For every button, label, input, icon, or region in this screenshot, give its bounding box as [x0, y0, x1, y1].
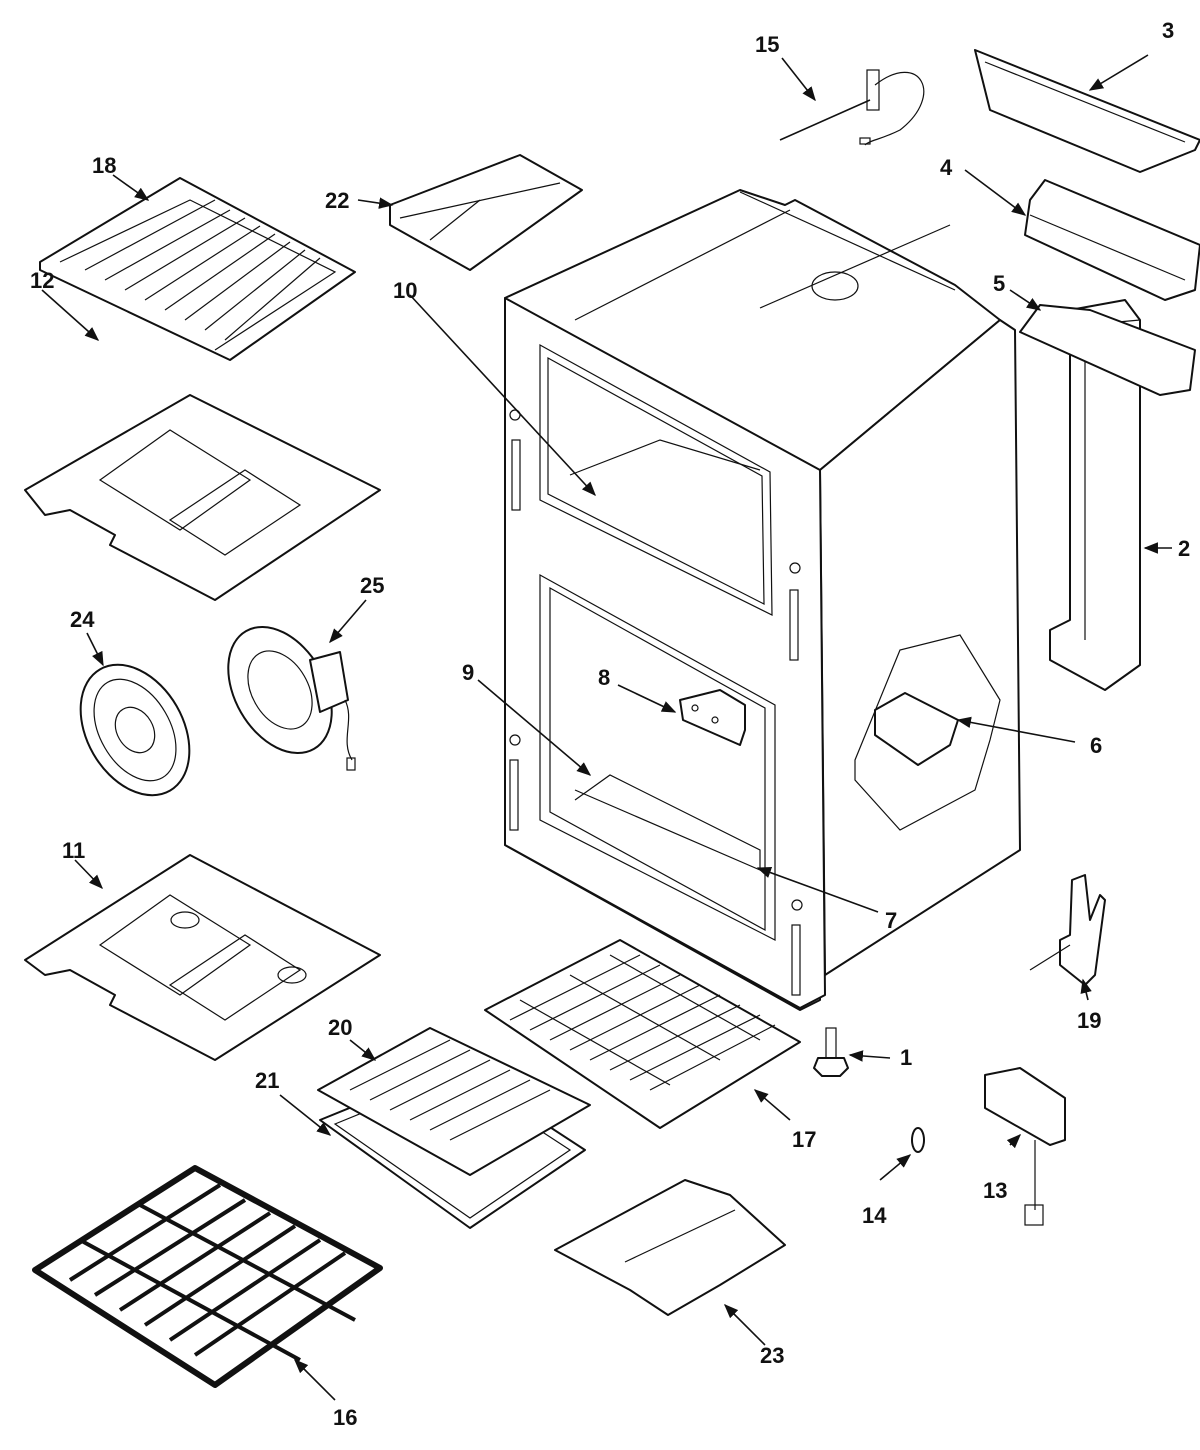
leader-lines: [41, 54, 1172, 1401]
part-15-sensor: [779, 69, 925, 146]
callout-label-14: 14: [862, 1203, 887, 1228]
part-18-rack: [39, 177, 356, 361]
callout-label-5: 5: [993, 271, 1005, 296]
callout-label-17: 17: [792, 1127, 816, 1152]
part-6-module: [874, 692, 959, 766]
callout-label-19: 19: [1077, 1008, 1101, 1033]
oven-cavity-body: [504, 189, 1021, 1011]
callout-label-1: 1: [900, 1045, 912, 1070]
callout-label-24: 24: [70, 607, 95, 632]
callout-label-20: 20: [328, 1015, 352, 1040]
part-17-rack: [484, 939, 801, 1129]
part-16-oven-rack: [32, 1165, 383, 1388]
part-8-bracket: [679, 689, 746, 746]
part-3-trim: [974, 49, 1200, 173]
part-14-bulb: [911, 1127, 925, 1153]
callout-label-2: 2: [1178, 536, 1190, 561]
callout-label-12: 12: [30, 268, 54, 293]
callout-label-23: 23: [760, 1343, 784, 1368]
callout-label-7: 7: [885, 908, 897, 933]
callout-label-21: 21: [255, 1068, 279, 1093]
callout-label-16: 16: [333, 1405, 357, 1430]
part-4-duct: [1024, 179, 1200, 301]
callout-label-18: 18: [92, 153, 116, 178]
part-5-bracket: [1019, 304, 1196, 396]
callout-label-10: 10: [393, 278, 417, 303]
part-13-light-assembly: [984, 1067, 1066, 1226]
callout-label-11: 11: [62, 838, 85, 863]
part-19-latch: [1029, 874, 1106, 986]
callout-label-4: 4: [940, 155, 953, 180]
part-12-heater-pan: [24, 394, 381, 601]
part-11-heater-pan: [24, 854, 381, 1061]
part-23-bottom-plate: [554, 1179, 786, 1316]
part-22-cover: [389, 154, 583, 271]
part-20-broiler-insert: [317, 1027, 591, 1176]
part-1-leveling-leg: [813, 1027, 849, 1077]
callout-label-9: 9: [462, 660, 474, 685]
callout-label-6: 6: [1090, 733, 1102, 758]
callout-label-25: 25: [360, 573, 384, 598]
part-25-fan-motor: [227, 625, 356, 771]
part-24-fan-cover: [79, 663, 191, 797]
callout-label-15: 15: [755, 32, 779, 57]
callout-label-8: 8: [598, 665, 610, 690]
callout-label-3: 3: [1162, 18, 1174, 43]
callout-label-13: 13: [983, 1178, 1007, 1203]
callout-label-22: 22: [325, 188, 349, 213]
